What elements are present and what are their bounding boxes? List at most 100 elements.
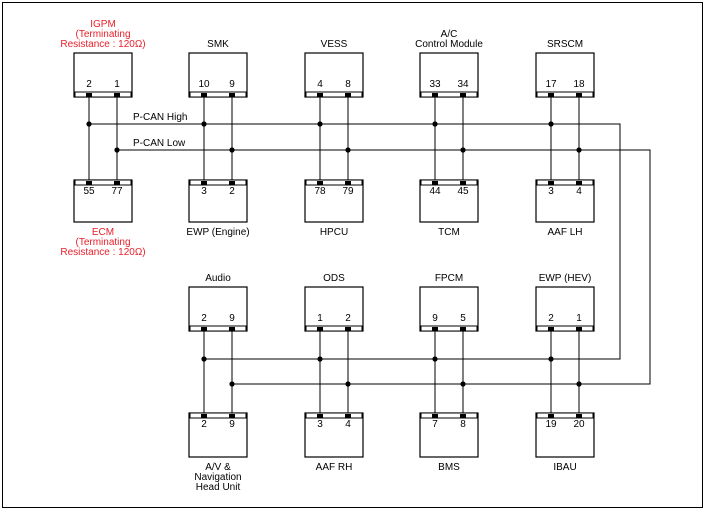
- pin-number: 2: [548, 313, 554, 324]
- connector-tab: [420, 179, 478, 186]
- pin-terminal: [317, 327, 323, 331]
- wire-junction: [548, 356, 554, 362]
- pin-number: 9: [229, 79, 235, 90]
- module-box: [188, 179, 248, 223]
- pin-terminal: [460, 414, 466, 418]
- module-box: [535, 52, 595, 98]
- pin-terminal: [548, 181, 554, 185]
- module-label: EWP (HEV): [539, 273, 592, 284]
- pin-number: 33: [429, 79, 441, 90]
- module-label: Head Unit: [196, 482, 241, 493]
- connector-tab: [189, 91, 247, 98]
- module-label: IBAU: [553, 462, 576, 473]
- pin-terminal: [201, 414, 207, 418]
- module-box: [73, 52, 133, 98]
- connector-tab: [305, 325, 363, 332]
- pin-number: 3: [201, 186, 207, 197]
- wire-junction: [201, 356, 207, 362]
- module-label: ODS: [323, 273, 345, 284]
- module-box: [535, 179, 595, 223]
- connector-tab: [189, 179, 247, 186]
- module-label: HPCU: [320, 227, 348, 238]
- connector-tab: [189, 412, 247, 419]
- pin-terminal: [345, 414, 351, 418]
- wire-junction: [432, 121, 438, 127]
- module-label: (Terminating: [75, 237, 130, 248]
- wire-junction: [460, 147, 466, 153]
- p-can-high-label: P-CAN High: [133, 112, 187, 123]
- pin-terminal: [345, 327, 351, 331]
- pin-terminal: [432, 414, 438, 418]
- module-box: [535, 286, 595, 332]
- connector-tab: [189, 325, 247, 332]
- pin-number: 34: [457, 79, 469, 90]
- module-box: [419, 52, 479, 98]
- wire-junction: [114, 147, 120, 153]
- p-can-low-label: P-CAN Low: [133, 138, 186, 149]
- connector-tab: [536, 91, 594, 98]
- pin-terminal: [229, 327, 235, 331]
- pin-number: 79: [342, 186, 354, 197]
- module-label: ECM: [92, 227, 114, 238]
- module-box: [304, 286, 364, 332]
- pin-number: 8: [460, 419, 466, 430]
- pin-number: 10: [198, 79, 210, 90]
- pin-terminal: [201, 93, 207, 97]
- module-label: TCM: [438, 227, 460, 238]
- module-label: Audio: [205, 273, 231, 284]
- pin-terminal: [460, 327, 466, 331]
- module-label: Resistance : 120Ω): [60, 247, 145, 258]
- module-box: [419, 179, 479, 223]
- pin-number: 77: [111, 186, 123, 197]
- connector-tab: [74, 91, 132, 98]
- pin-number: 17: [545, 79, 557, 90]
- module-label: EWP (Engine): [186, 227, 249, 238]
- pin-terminal: [345, 93, 351, 97]
- module-label: SRSCM: [547, 39, 583, 50]
- pin-number: 3: [548, 186, 554, 197]
- p-can-high-bus: [89, 123, 621, 360]
- module-box: [188, 412, 248, 458]
- wire-junction: [576, 147, 582, 153]
- pin-terminal: [548, 327, 554, 331]
- connector-tab: [420, 412, 478, 419]
- pin-number: 8: [345, 79, 351, 90]
- pin-number: 2: [229, 186, 235, 197]
- module-label: VESS: [321, 39, 348, 50]
- wire-junction: [229, 381, 235, 387]
- pin-terminal: [432, 327, 438, 331]
- pin-terminal: [201, 327, 207, 331]
- pin-number: 78: [314, 186, 326, 197]
- module-box: [188, 52, 248, 98]
- wire-junction: [548, 121, 554, 127]
- pin-terminal: [317, 414, 323, 418]
- module-box: [419, 412, 479, 458]
- wire-junction: [345, 147, 351, 153]
- pin-number: 4: [345, 419, 351, 430]
- module-label: AAF LH: [547, 227, 582, 238]
- wire-junction: [576, 381, 582, 387]
- junction-layer: [86, 121, 582, 387]
- pin-terminal: [86, 93, 92, 97]
- connector-tab: [305, 179, 363, 186]
- pin-terminal: [201, 181, 207, 185]
- pin-terminal: [114, 93, 120, 97]
- wire-junction: [317, 356, 323, 362]
- pin-terminal: [86, 181, 92, 185]
- pin-terminal: [229, 414, 235, 418]
- pin-number: 9: [229, 313, 235, 324]
- module-box: [304, 52, 364, 98]
- wire-junction: [229, 147, 235, 153]
- pin-terminal: [576, 93, 582, 97]
